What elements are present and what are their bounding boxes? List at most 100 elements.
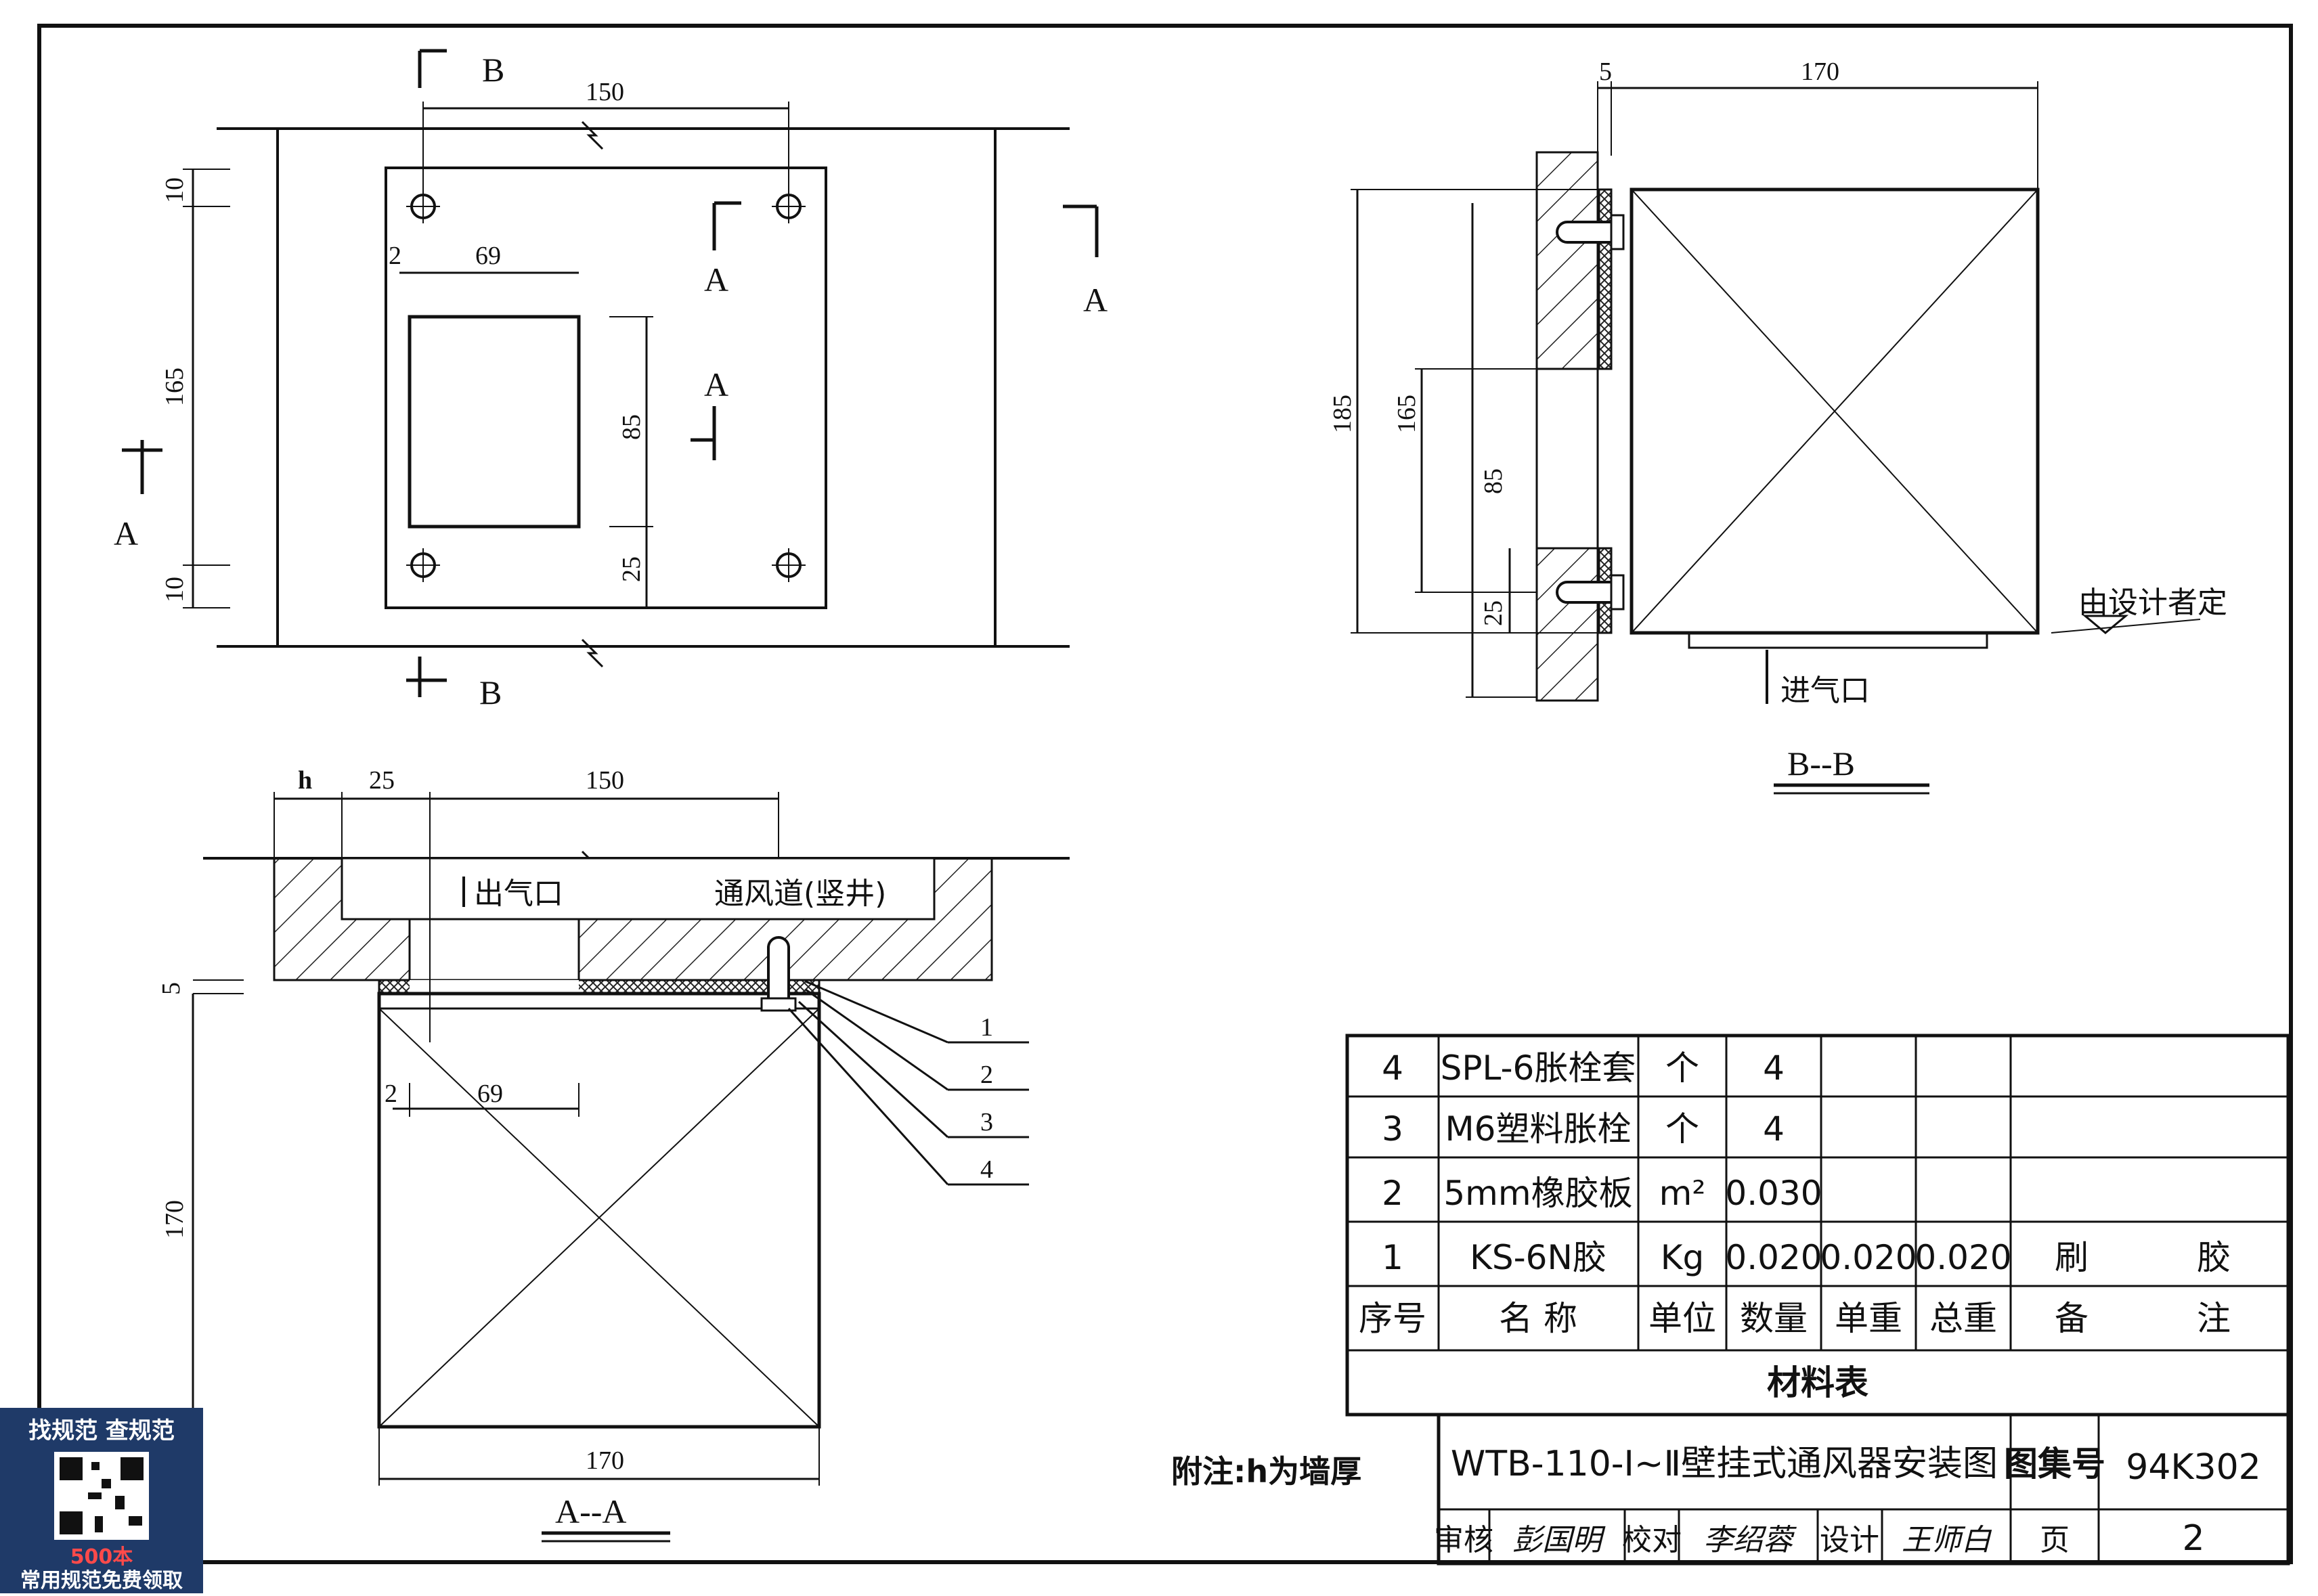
check-label: 校对 — [1622, 1523, 1682, 1557]
table-cell-qty: 4 — [1763, 1048, 1785, 1088]
dim-69: 69 — [477, 1080, 503, 1108]
section-label-a4: A — [114, 514, 138, 552]
anchor-bolt — [760, 936, 797, 1012]
callout-3: 3 — [980, 1108, 993, 1136]
check-signature: 李绍蓉 — [1703, 1523, 1797, 1557]
header-total-weight: 总重 — [1929, 1299, 1997, 1338]
table-cell-name: SPL-6胀栓套 — [1441, 1048, 1636, 1088]
review-label: 审核 — [1434, 1523, 1493, 1557]
design-signature: 王师白 — [1902, 1523, 1992, 1557]
dim-170-bottom: 170 — [586, 1446, 624, 1475]
bolt-hole — [772, 548, 806, 582]
table-caption: 材料表 — [1767, 1363, 1868, 1402]
outlet-label: 出气口 — [474, 877, 563, 911]
materials-table: 4 SPL-6胀栓套个 4 3 M6塑料胀栓个 4 2 5mm橡胶板 m² 0.030 1 KS-6N… — [1345, 1034, 2290, 1417]
table-cell-no: 2 — [1382, 1174, 1403, 1213]
table-cell-name: 5mm橡胶板 — [1443, 1174, 1632, 1213]
drawing-title: WTB-110-Ⅰ~Ⅱ壁挂式通风器安装图 — [1451, 1444, 1998, 1484]
section-label-b-top: B — [482, 51, 504, 89]
dim-10-top: 10 — [160, 177, 189, 203]
dim-2: 2 — [385, 1080, 397, 1108]
bolt-hole — [406, 548, 440, 582]
section-bb-caption: B--B — [1787, 745, 1855, 782]
table-cell-remark1: 刷 — [2055, 1238, 2089, 1277]
review-signature: 彭国明 — [1512, 1523, 1606, 1557]
table-cell-total_w: 0.020 — [1915, 1238, 2011, 1277]
table-cell-qty: 0.030 — [1725, 1174, 1822, 1213]
sheet-border — [37, 24, 2293, 1564]
title-block: WTB-110-Ⅰ~Ⅱ壁挂式通风器安装图 图集号 94K302 审核 彭国明 校… — [1434, 1413, 2290, 1566]
dim-69: 69 — [475, 242, 501, 270]
opening-rect — [408, 315, 581, 529]
inlet-label: 进气口 — [1780, 673, 1870, 708]
atlas-label: 图集号 — [2004, 1444, 2105, 1484]
anchor-bolt — [1556, 574, 1625, 611]
dim-150: 150 — [586, 766, 624, 795]
badge-line1: 找规范 查规范 — [28, 1417, 175, 1444]
table-cell-unit: m² — [1659, 1174, 1706, 1213]
dim-165: 165 — [160, 368, 189, 406]
section-bb-view: 5 170 185 165 85 25 由设计者定 进气口 B--B — [1328, 58, 2227, 795]
section-label-b-bottom: B — [479, 673, 502, 711]
header-unit-weight: 单重 — [1835, 1299, 1902, 1338]
designer-note: 由设计者定 — [2078, 585, 2227, 620]
header-qty: 数量 — [1740, 1299, 1808, 1338]
table-cell-unit_w: 0.020 — [1820, 1238, 1917, 1277]
footnote: 附注:h为墙厚 — [1171, 1453, 1361, 1490]
header-remark-2: 注 — [2197, 1299, 2231, 1338]
dim-25: 25 — [617, 556, 646, 582]
dim-170-side: 170 — [160, 1200, 189, 1239]
dim-10-bottom: 10 — [160, 577, 189, 602]
plan-view: 150 69 2 165 10 10 85 25 B B A A A A — [114, 49, 1108, 711]
anchor-bolt — [1556, 214, 1625, 250]
table-cell-qty: 0.020 — [1725, 1238, 1822, 1277]
dim-185: 185 — [1328, 395, 1357, 433]
badge-line3: 常用规范免费领取 — [20, 1569, 183, 1593]
header-no: 序号 — [1359, 1299, 1426, 1338]
header-remark-1: 备 — [2055, 1299, 2089, 1338]
dim-165: 165 — [1393, 395, 1421, 433]
header-name: 名 称 — [1499, 1299, 1577, 1338]
atlas-number: 94K302 — [2126, 1447, 2261, 1488]
dim-150: 150 — [586, 78, 624, 106]
table-cell-unit: 个 — [1665, 1109, 1699, 1149]
table-cell-name: KS-6N胶 — [1470, 1238, 1606, 1277]
bolt-hole — [772, 190, 806, 223]
section-aa-view: 出气口 通风道(竖井) h 25 150 5 2 69 170 170 1 — [157, 766, 1070, 1543]
bolt-hole — [406, 190, 440, 223]
table-cell-no: 4 — [1382, 1048, 1403, 1088]
section-label-a1: A — [704, 261, 728, 298]
table-cell-remark2: 胶 — [2197, 1238, 2231, 1277]
header-unit: 单位 — [1648, 1299, 1716, 1338]
table-cell-unit: 个 — [1665, 1048, 1699, 1088]
section-label-a3: A — [704, 365, 728, 403]
mounting-plate — [385, 167, 827, 609]
table-cell-no: 1 — [1382, 1238, 1403, 1277]
dim-5: 5 — [157, 982, 185, 995]
table-cell-name: M6塑料胀栓 — [1445, 1109, 1632, 1149]
page-number: 2 — [2182, 1518, 2204, 1559]
callout-1: 1 — [980, 1013, 993, 1042]
table-cell-qty: 4 — [1763, 1109, 1785, 1149]
rubber-gasket — [1598, 188, 1613, 370]
qr-watermark-badge[interactable]: 找规范 查规范 500本 常用规范免费领取 — [0, 1408, 203, 1593]
air-channel — [341, 857, 936, 921]
table-cell-unit: Kg — [1661, 1238, 1705, 1277]
badge-line2: 500本 — [70, 1545, 133, 1569]
section-label-a2: A — [1083, 281, 1108, 319]
callout-2: 2 — [980, 1061, 993, 1089]
design-label: 设计 — [1820, 1523, 1879, 1557]
dim-85: 85 — [617, 414, 646, 440]
ventilator-body — [377, 992, 821, 1429]
dim-85: 85 — [1479, 468, 1508, 494]
dim-25: 25 — [1479, 600, 1508, 626]
dim-h: h — [298, 766, 312, 795]
section-aa-caption: A--A — [555, 1492, 627, 1530]
page-label: 页 — [2040, 1523, 2070, 1557]
dim-2: 2 — [389, 242, 401, 270]
dim-5: 5 — [1599, 58, 1612, 86]
table-cell-no: 3 — [1382, 1109, 1403, 1149]
dim-170: 170 — [1801, 58, 1839, 86]
